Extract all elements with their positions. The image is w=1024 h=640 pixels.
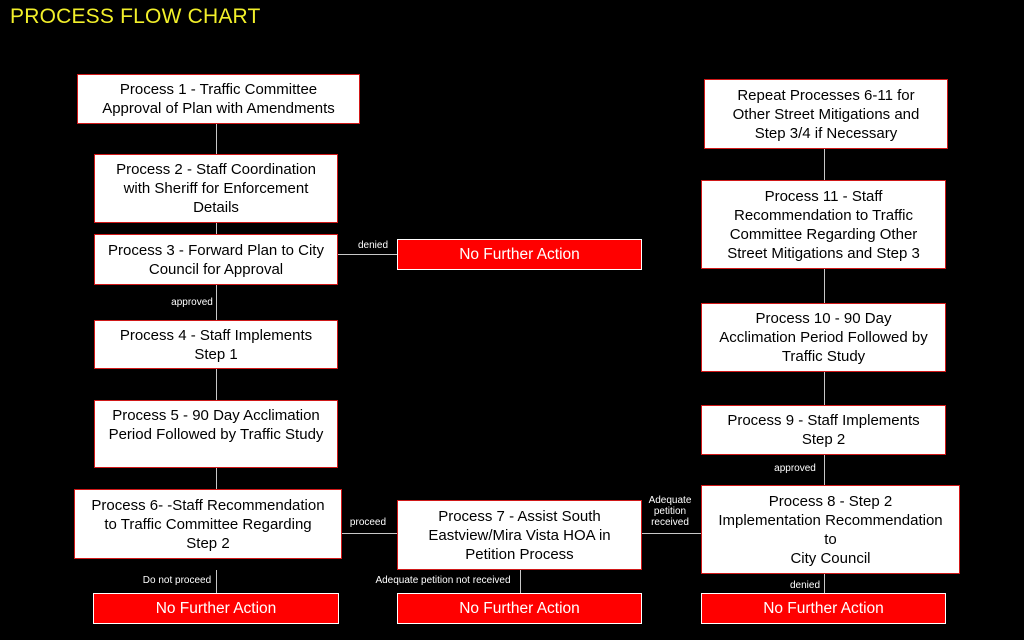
edge-label-do-not-proceed: Do not proceed xyxy=(142,575,212,586)
process-2-box: Process 2 - Staff Coordination with Sher… xyxy=(94,154,338,223)
connector-p3-p4 xyxy=(216,285,217,321)
connector-p6-p7 xyxy=(341,533,398,534)
process-1-label: Process 1 - Traffic Committee Approval o… xyxy=(102,81,335,117)
process-8-box: Process 8 - Step 2 Implementation Recomm… xyxy=(701,485,960,574)
connector-p5-p6 xyxy=(216,467,217,490)
connector-p1-p2 xyxy=(216,123,217,155)
process-5-box: Process 5 - 90 Day Acclimation Period Fo… xyxy=(94,400,338,468)
process-9-label: Process 9 - Staff Implements Step 2 xyxy=(727,412,920,448)
no-further-action-box: No Further Action xyxy=(397,239,642,270)
process-8-label: Process 8 - Step 2 Implementation Recomm… xyxy=(718,492,943,567)
process-10-label: Process 10 - 90 Day Acclimation Period F… xyxy=(719,310,928,365)
no-further-action-box: No Further Action xyxy=(701,593,946,624)
no-further-action-label: No Further Action xyxy=(155,600,277,617)
connector-p7-p8 xyxy=(641,533,702,534)
edge-label-adequate-not-received: Adequate petition not received xyxy=(375,575,511,586)
connector-p9-p10 xyxy=(824,371,825,406)
process-7-box: Process 7 - Assist South Eastview/Mira V… xyxy=(397,500,642,570)
repeat-processes-box: Repeat Processes 6-11 for Other Street M… xyxy=(704,79,948,149)
edge-label-approved: approved xyxy=(171,297,213,308)
connector-p3-nfa xyxy=(337,254,398,255)
connector-p8-p9 xyxy=(824,454,825,486)
edge-label-denied: denied xyxy=(357,240,389,251)
process-7-label: Process 7 - Assist South Eastview/Mira V… xyxy=(428,507,611,563)
edge-label-proceed: proceed xyxy=(349,517,387,528)
connector-p7-nfa xyxy=(520,570,521,594)
process-3-label: Process 3 - Forward Plan to City Council… xyxy=(108,241,324,278)
process-11-label: Process 11 - Staff Recommendation to Tra… xyxy=(727,187,920,262)
repeat-processes-label: Repeat Processes 6-11 for Other Street M… xyxy=(732,86,920,142)
connector-p10-p11 xyxy=(824,268,825,304)
page-title: PROCESS FLOW CHART xyxy=(10,5,261,28)
process-2-label: Process 2 - Staff Coordination with Sher… xyxy=(116,161,316,216)
connector-p6-nfa xyxy=(216,570,217,594)
edge-label-approved: approved xyxy=(774,463,816,474)
no-further-action-label: No Further Action xyxy=(459,246,580,263)
connector-p4-p5 xyxy=(216,368,217,401)
process-11-box: Process 11 - Staff Recommendation to Tra… xyxy=(701,180,946,269)
no-further-action-box: No Further Action xyxy=(397,593,642,624)
edge-label-denied: denied xyxy=(789,580,821,591)
no-further-action-label: No Further Action xyxy=(459,600,580,617)
no-further-action-label: No Further Action xyxy=(763,600,884,617)
process-5-label: Process 5 - 90 Day Acclimation Period Fo… xyxy=(108,407,324,443)
connector-p11-repeat xyxy=(824,148,825,181)
connector-p8-nfa xyxy=(824,573,825,594)
process-3-box: Process 3 - Forward Plan to City Council… xyxy=(94,234,338,285)
process-4-label: Process 4 - Staff Implements Step 1 xyxy=(119,326,313,363)
process-6-box: Process 6- -Staff Recommendation to Traf… xyxy=(74,489,342,559)
process-9-box: Process 9 - Staff Implements Step 2 xyxy=(701,405,946,455)
edge-label-adequate-received: Adequate petition received xyxy=(648,495,692,528)
process-6-label: Process 6- -Staff Recommendation to Traf… xyxy=(91,496,325,552)
process-4-box: Process 4 - Staff Implements Step 1 xyxy=(94,320,338,369)
connector-p2-p3 xyxy=(216,222,217,235)
process-1-box: Process 1 - Traffic Committee Approval o… xyxy=(77,74,360,124)
no-further-action-box: No Further Action xyxy=(93,593,339,624)
process-10-box: Process 10 - 90 Day Acclimation Period F… xyxy=(701,303,946,372)
